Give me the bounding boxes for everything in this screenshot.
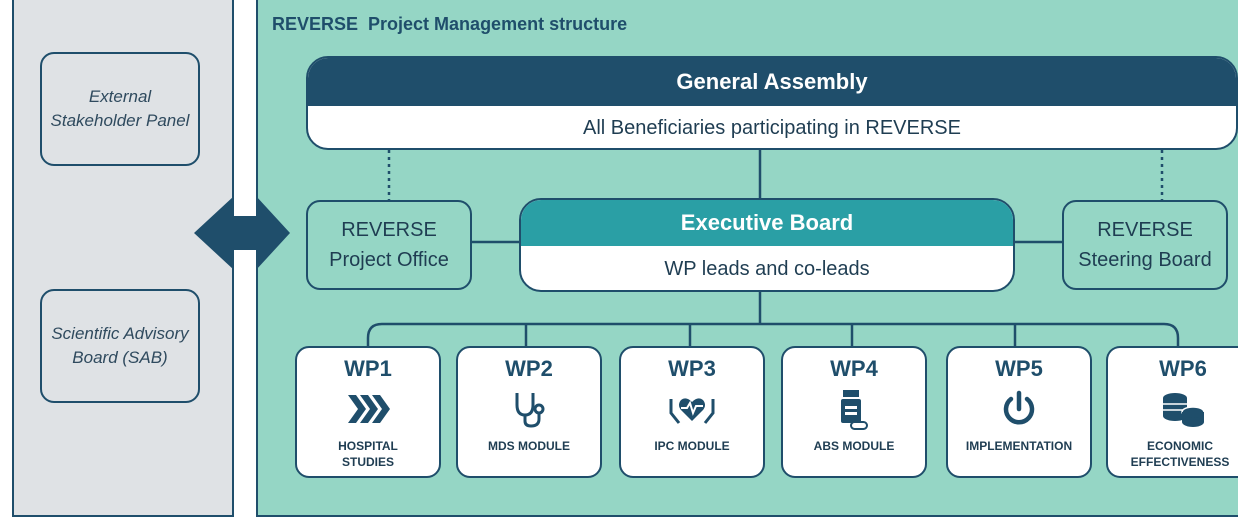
wp1-label: HOSPITAL STUDIES [338,439,398,469]
power-icon [948,388,1090,430]
general-assembly-box: General Assembly All Beneficiaries parti… [306,56,1238,150]
wp6-title: WP6 [1159,356,1207,381]
external-stakeholder-panel-box: External Stakeholder Panel [40,52,200,166]
general-assembly-title: General Assembly [308,58,1236,106]
wp3-box: WP3 IPC MODULE [619,346,765,478]
wp2-title: WP2 [505,356,553,381]
wp2-box: WP2 MDS MODULE [456,346,602,478]
executive-board-box: Executive Board WP leads and co-leads [519,198,1015,292]
wp4-title: WP4 [830,356,878,381]
executive-board-subtitle: WP leads and co-leads [664,257,870,280]
stethoscope-icon [458,388,600,430]
wp3-title: WP3 [668,356,716,381]
steering-board-box: REVERSE Steering Board [1062,200,1228,290]
wp1-box: WP1 HOSPITAL STUDIES [295,346,441,478]
wp1-title: WP1 [344,356,392,381]
general-assembly-subtitle: All Beneficiaries participating in REVER… [583,116,961,139]
pill-bottle-icon [783,388,925,430]
wp6-box: WP6 ECONOMIC EFFECTIVENESS [1106,346,1238,478]
project-office-box: REVERSE Project Office [306,200,472,290]
wp3-label: IPC MODULE [654,439,730,453]
wp6-label: ECONOMIC EFFECTIVENESS [1130,439,1230,469]
external-stakeholder-panel-label: External Stakeholder Panel [50,87,190,130]
hands-heart-icon [621,388,763,430]
coins-icon [1128,388,1238,430]
steering-board-line2: Steering Board [1078,249,1212,271]
steering-board-line1: REVERSE [1097,219,1193,241]
wp2-label: MDS MODULE [488,439,570,453]
wp5-box: WP5 IMPLEMENTATION [946,346,1092,478]
scientific-advisory-board-label: Scientific Advisory Board (SAB) [51,324,189,367]
panel-title: REVERSE Project Management structure [272,14,628,34]
scientific-advisory-board-box: Scientific Advisory Board (SAB) [40,289,200,403]
wp4-box: WP4 ABS MODULE [781,346,927,478]
wp5-label: IMPLEMENTATION [965,439,1073,453]
connector-wp-tree [366,322,1180,346]
executive-board-title: Executive Board [521,200,1013,246]
wp5-title: WP5 [995,356,1043,381]
project-office-line1: REVERSE [341,219,437,241]
wp4-label: ABS MODULE [813,439,895,453]
project-office-line2: Project Office [329,249,449,271]
double-arrow-icon [194,196,290,270]
chevrons-icon [297,388,439,430]
